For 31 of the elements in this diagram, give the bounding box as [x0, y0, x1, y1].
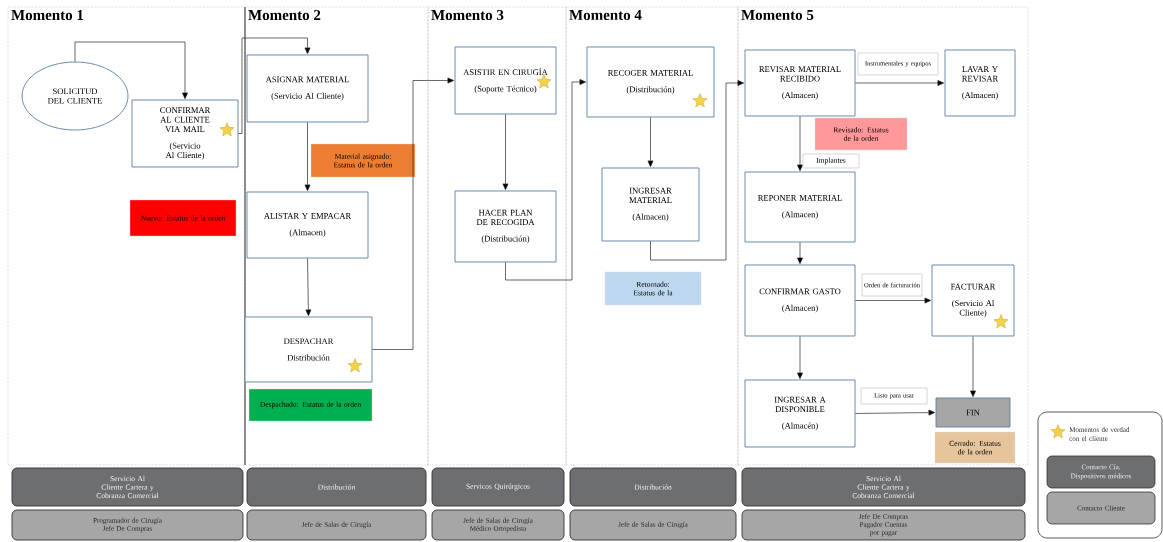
arrow: [970, 336, 976, 397]
process-box: ALISTAR Y EMPACAR (Almacen): [246, 191, 369, 259]
arrow: [855, 297, 931, 304]
arrow: [372, 77, 455, 350]
arrow: [650, 80, 744, 261]
arrow: [238, 37, 311, 134]
process-box: REPONER MATERIAL (Almacen): [744, 171, 856, 243]
process-box: RECOGER MATERIAL (Distribución): [586, 46, 715, 118]
process-box: ASISTIR EN CIRUGÍA (Soporte Técnico): [454, 46, 557, 115]
arrow: [855, 80, 944, 86]
arrow: [74, 41, 188, 99]
arrow: [797, 336, 803, 379]
arrow: [797, 116, 803, 171]
process-box: INGRESAR A DISPONIBLE (Almacén): [744, 379, 856, 448]
arrow: [647, 117, 654, 167]
arrow: [505, 79, 586, 281]
process-box: ASIGNAR MATERIAL (Servicio Al Cliente): [246, 54, 369, 123]
process-box: HACER PLAN DE RECOGIDA (Distribución): [454, 190, 557, 263]
arrow: [305, 258, 312, 316]
process-box: DESPACHAR Distribución: [244, 316, 373, 383]
process-box: LAVAR Y REVISAR (Almacen): [944, 49, 1016, 117]
arrow: [855, 409, 935, 416]
process-box: CONFIRMAR GASTO (Almacen): [744, 264, 856, 337]
process-box: CONFIRMAR AL CLIENTE VIA MAIL (Servicio Al Cliente): [131, 99, 239, 168]
process-box: INGRESAR MATERIAL (Almacen): [601, 167, 700, 242]
arrow: [797, 242, 803, 264]
arrow: [502, 114, 509, 190]
end-box: FIN: [935, 397, 1011, 428]
process-box: REVISAR MATERIAL RECIBIDO (Almacen): [744, 49, 856, 117]
arrow: [304, 122, 311, 191]
process-box: FACTURAR (Servicio Al Cliente): [931, 264, 1015, 337]
